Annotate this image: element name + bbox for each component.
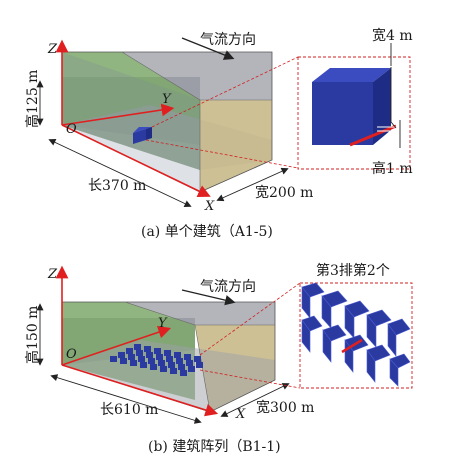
panel-b-flow-label: 气流方向: [200, 279, 256, 295]
panel-a-caption: (a) 单个建筑（A1-5): [141, 224, 273, 240]
panel-a-z-label: Z: [47, 42, 58, 57]
panel-b: Z Y X O 气流方向 高150 m 长610 m 宽300 m: [24, 262, 413, 455]
panel-b-detail-box: [299, 282, 413, 389]
panel-a-width-label: 宽200 m: [255, 184, 313, 201]
panel-b-caption: (b) 建筑阵列（B1-1): [148, 439, 281, 455]
panel-b-top-face: [125, 302, 275, 325]
panel-a-building: [133, 127, 152, 144]
panel-b-length-dim: [50, 374, 202, 424]
panel-b-callout-line-top: [199, 282, 301, 356]
panel-a-length-dim: [48, 139, 192, 207]
panel-b-detail-label: 第3排第2个: [316, 262, 390, 279]
panel-a-x-label: X: [204, 199, 215, 214]
panel-b-width-label: 宽300 m: [256, 399, 314, 416]
panel-a-detail-box: [297, 56, 411, 170]
panel-b-height-label: 高150 m: [24, 306, 41, 364]
panel-b-detail-array: [301, 282, 411, 387]
panel-b-z-label: Z: [47, 267, 58, 282]
panel-a-top-face: [122, 52, 272, 100]
panel-b-width-dim: [220, 383, 290, 417]
panel-a-end-wall: [200, 100, 272, 192]
panel-a-callout-line-top: [151, 56, 299, 128]
panel-b-y-axis: [61, 325, 172, 366]
panel-a-callout-line-bottom: [145, 139, 299, 169]
panel-b-callout-line-bottom: [199, 369, 301, 389]
panel-a-flow-label: 气流方向: [200, 32, 256, 48]
panel-b-y-label: Y: [158, 316, 168, 331]
panel-b-length-label: 长610 m: [100, 402, 158, 418]
panel-a-height-label: 高125 m: [24, 70, 41, 128]
panel-a-y-label: Y: [162, 92, 172, 107]
panel-a-origin-label: O: [66, 122, 77, 137]
panel-a: Z Y X O 气流方向 高125 m 长370 m 宽200 m 宽: [24, 27, 413, 240]
panel-b-building-array: [110, 344, 203, 376]
panel-a-width-dim: [216, 167, 289, 202]
panel-a-detail-height-label: 高1 m: [372, 160, 413, 177]
panel-a-detail-building: [312, 68, 400, 147]
panel-b-flow-arrow: [181, 289, 236, 306]
panel-a-length-label: 长370 m: [88, 178, 146, 194]
panel-a-flow-arrow: [181, 37, 235, 60]
panel-b-origin-label: O: [66, 347, 77, 362]
panel-a-detail-width-label: 宽4 m: [372, 27, 413, 44]
panel-a-y-axis: [61, 103, 175, 126]
